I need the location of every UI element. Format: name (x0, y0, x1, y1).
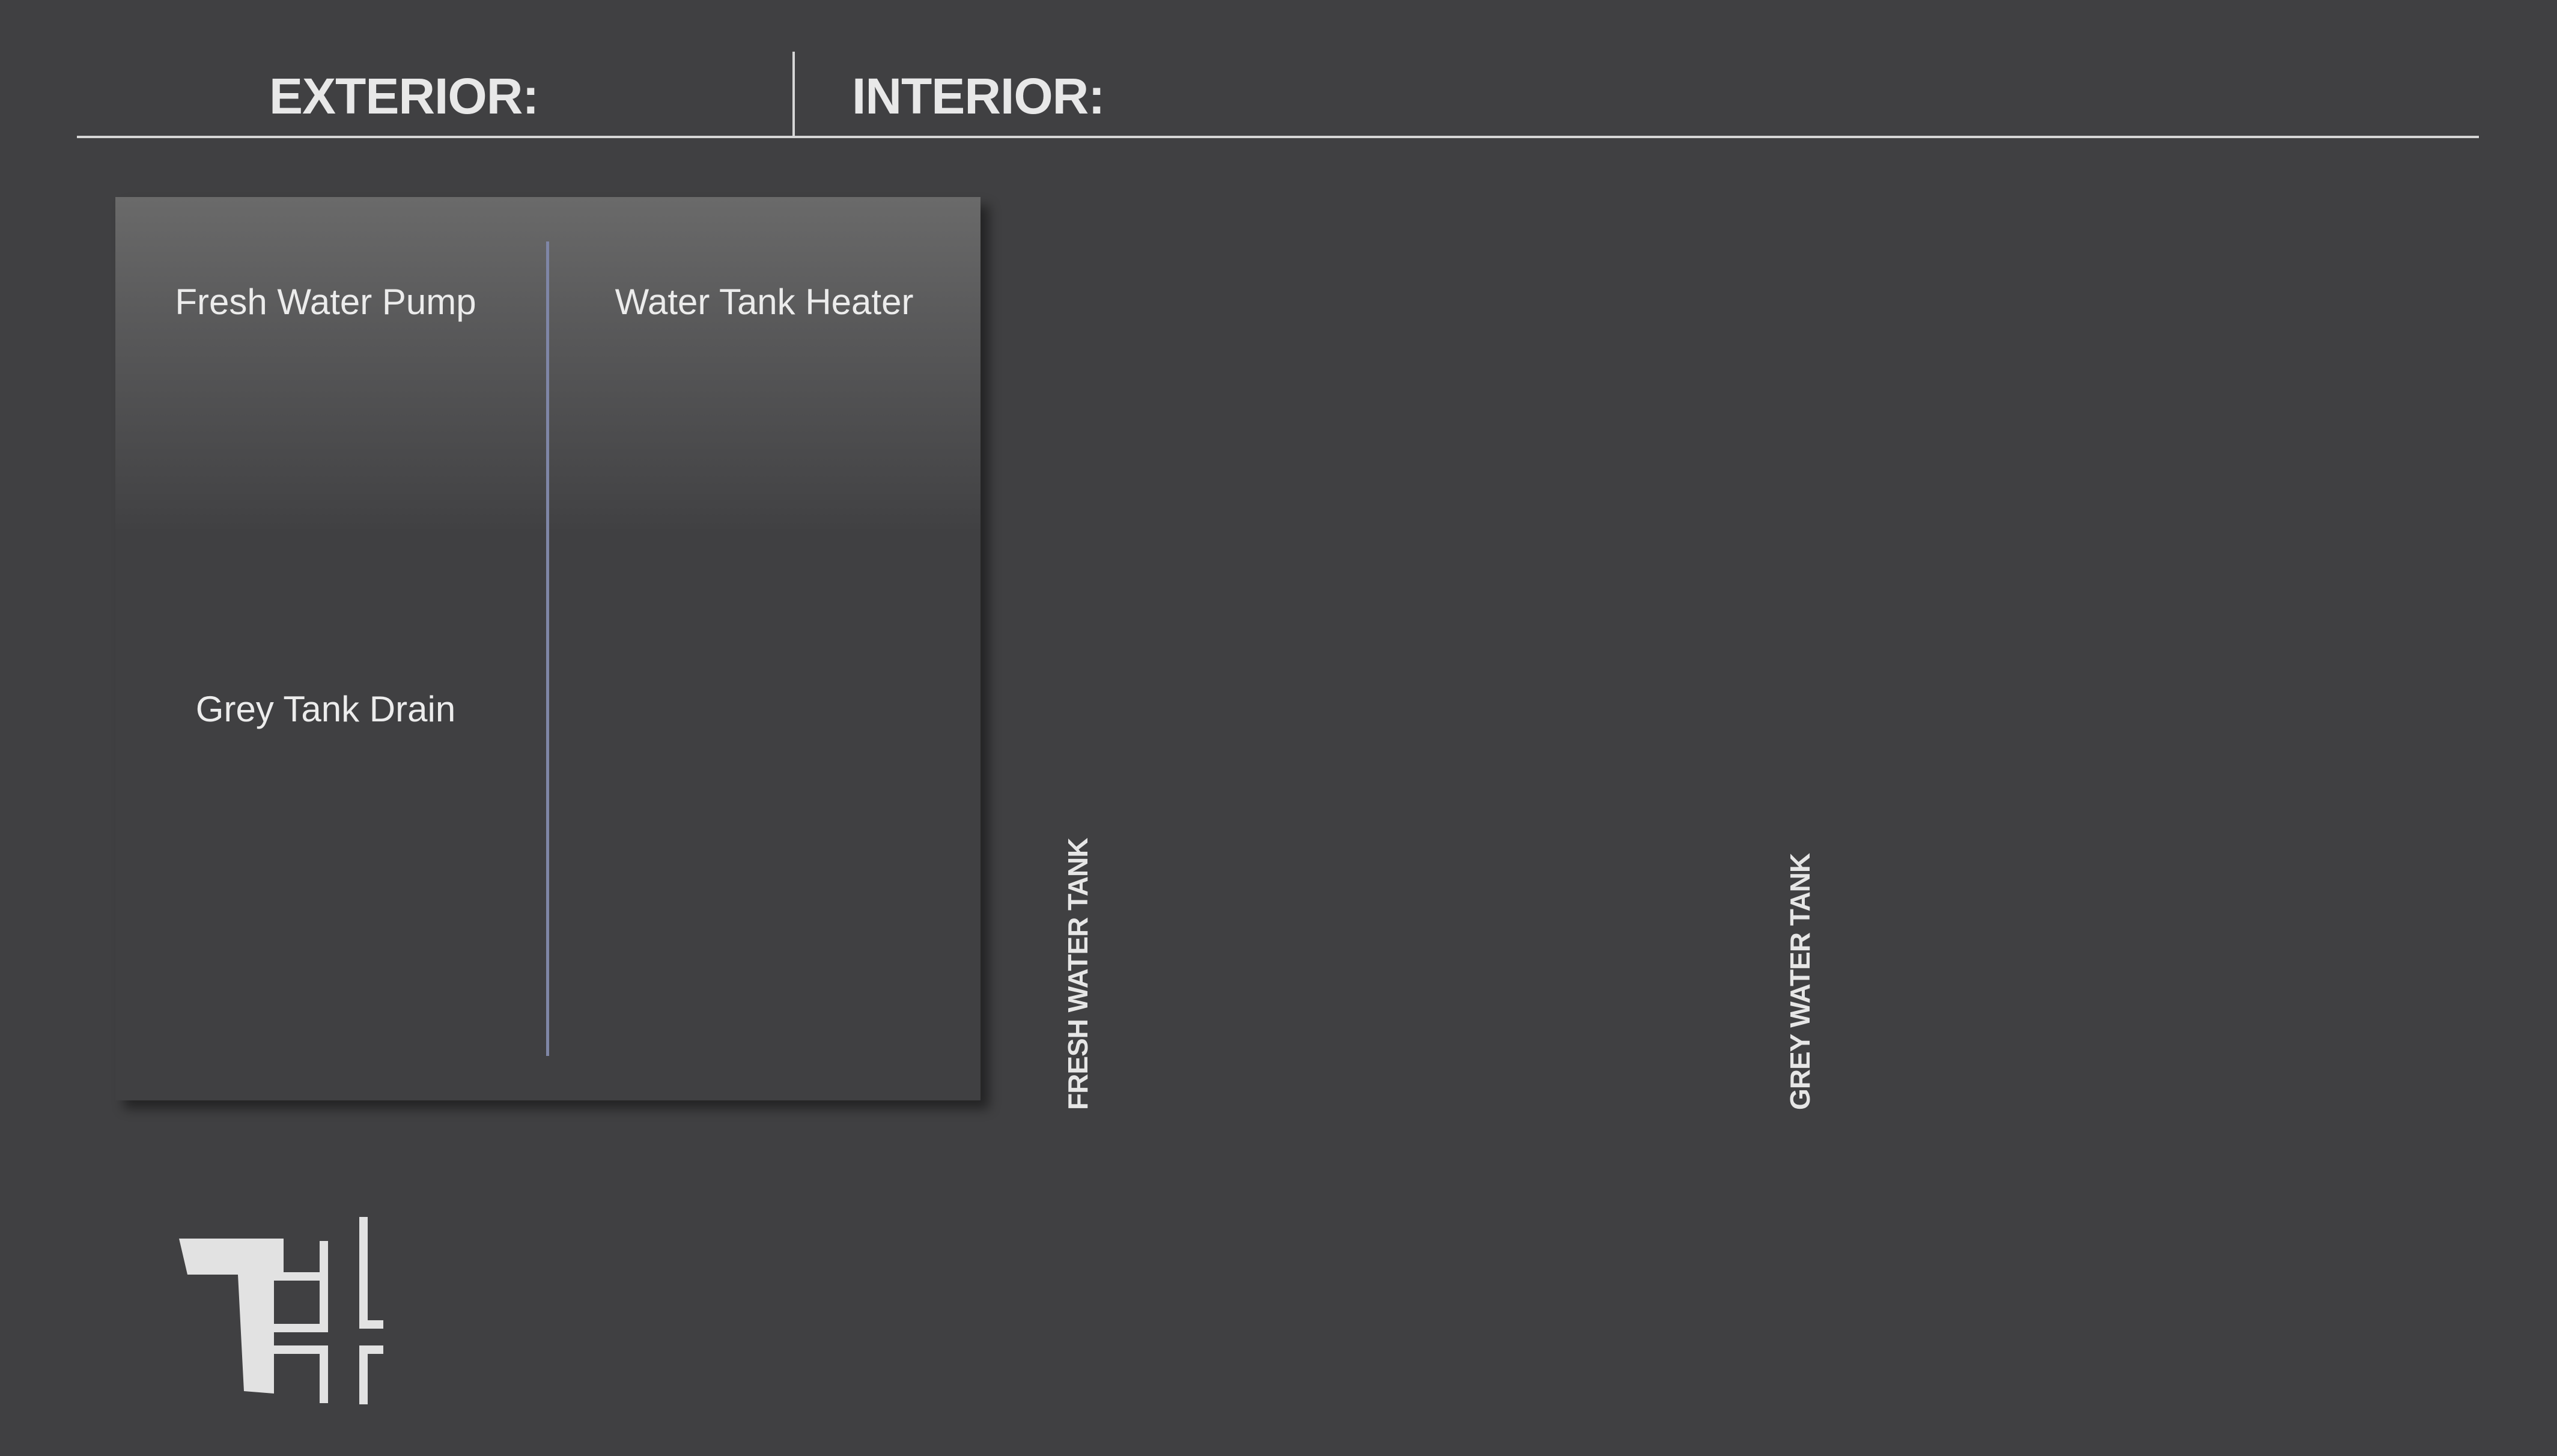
exterior-control-panel: Fresh Water Pump Water Tank Heater Grey … (115, 197, 981, 1100)
fresh-water-pump-button[interactable]: Fresh Water Pump (175, 282, 476, 322)
header-rule (77, 136, 2479, 138)
water-tank-heater-button[interactable]: Water Tank Heater (615, 282, 914, 322)
logo-icon (179, 1217, 383, 1404)
grey-water-tank-label: GREY WATER TANK (1784, 853, 1816, 1110)
panel-divider (546, 241, 549, 1056)
fresh-water-tank-label: FRESH WATER TANK (1062, 838, 1093, 1111)
exterior-section-title: EXTERIOR: (269, 68, 539, 124)
header-divider (792, 52, 795, 138)
grey-tank-drain-button[interactable]: Grey Tank Drain (195, 689, 456, 729)
interior-section-title: INTERIOR: (852, 68, 1105, 124)
